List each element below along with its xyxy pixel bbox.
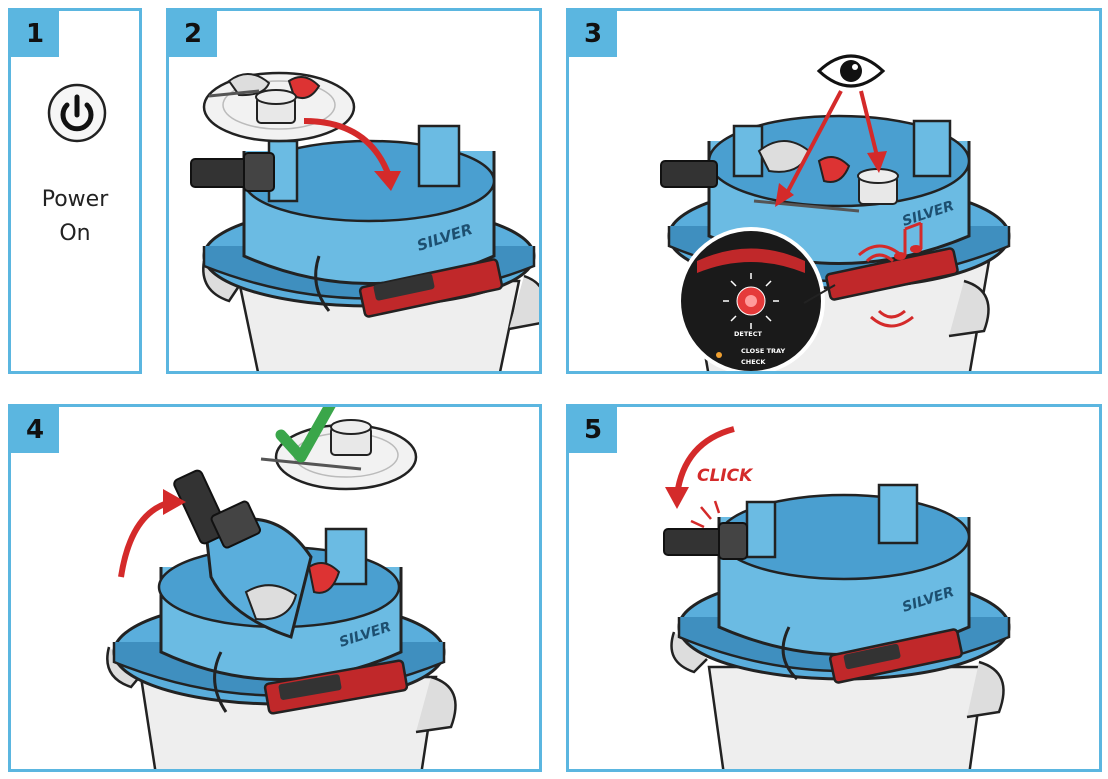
step-4-panel: 4 SILVER [8, 404, 542, 772]
step-2-panel: 2 SILVER [166, 8, 542, 374]
sound-waves-icon [857, 244, 914, 328]
step-5-panel: 5 SILVER CLICK [566, 404, 1102, 772]
tray-handle [190, 152, 275, 192]
food-scraps [244, 562, 341, 621]
indicator-label-close-tray: CLOSE TRAY [741, 347, 785, 355]
bin-close-tray-illustration: SILVER CLICK [663, 426, 1011, 769]
music-notes-icon [894, 221, 923, 260]
step-number-badge: 1 [11, 11, 59, 57]
food-scraps [753, 140, 899, 213]
checkmark-icon [275, 407, 336, 463]
tray-handle [660, 160, 718, 188]
control-panel [358, 258, 504, 318]
control-panel [263, 659, 409, 715]
curved-arrow [303, 118, 401, 191]
indicator-label-check: CHECK [741, 358, 766, 366]
control-panel [829, 628, 963, 684]
tray-handle [663, 522, 748, 560]
click-burst [690, 500, 721, 529]
clean-plate [260, 419, 418, 491]
power-icon [47, 83, 107, 143]
bin-open-tray-illustration: SILVER [106, 407, 457, 769]
power-illustration [47, 83, 107, 143]
detection-arrows [775, 90, 887, 207]
step-number-badge: 5 [569, 407, 617, 453]
bin-detect-illustration: SILVER [660, 54, 1011, 371]
bin-body [670, 631, 1005, 769]
step-number-badge: 4 [11, 407, 59, 453]
indicator-zoom-callout: DETECT CLOSE TRAY CHECK [677, 227, 836, 371]
bin-illustration: SILVER [190, 71, 539, 371]
step-1-panel: 1 Power On [8, 8, 142, 374]
curved-arrow [665, 426, 735, 509]
curved-arrow [118, 489, 186, 578]
click-text: CLICK [697, 466, 754, 486]
indicator-label-detect: DETECT [734, 330, 762, 338]
power-label-line1: Power [41, 187, 109, 212]
step-3-panel: 3 SILVER [566, 8, 1102, 374]
eye-icon [816, 54, 886, 88]
step-number-badge: 3 [569, 11, 617, 57]
step-number-badge: 2 [169, 11, 217, 57]
plate-with-food [202, 71, 356, 143]
power-label-line2: On [59, 221, 91, 246]
control-panel [825, 247, 959, 301]
